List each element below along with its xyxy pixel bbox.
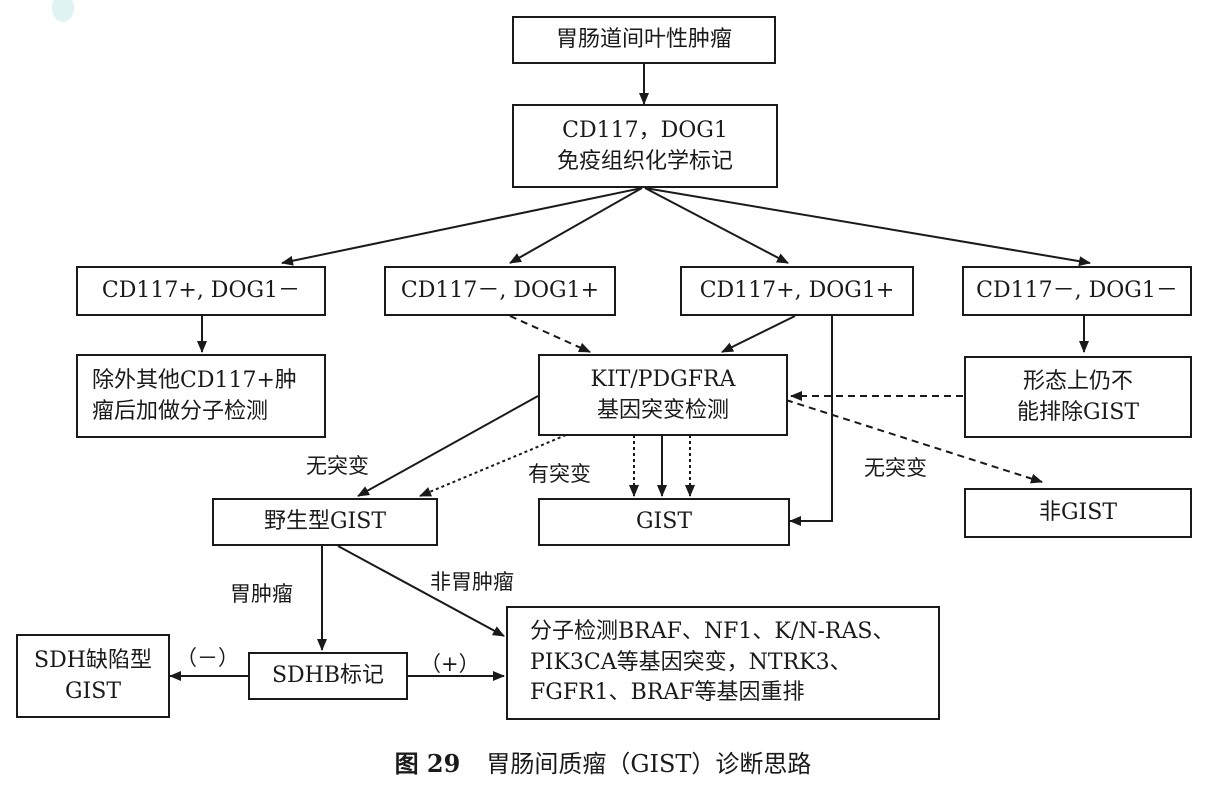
node-cd117pos-dog1pos: CD117+, DOG1+ [680, 266, 914, 316]
corner-watermark [52, 0, 74, 22]
label-non-gastric-tumor: 非胃肿瘤 [430, 570, 514, 594]
arrow-kit-nongist [785, 399, 1043, 484]
node-kit-pdgfra: KIT/PDGFRA 基因突变检测 [538, 354, 788, 436]
node-cd117neg-dog1neg: CD117－, DOG1－ [962, 266, 1192, 316]
figure-caption: 图 29 胃肠间质瘤（GIST）诊断思路 [0, 744, 1206, 779]
label-no-mutation-left: 无突变 [306, 454, 369, 478]
arrow-kit-wild [357, 395, 539, 497]
arrow-ihc-b2 [509, 187, 643, 264]
figure-title: 胃肠间质瘤（GIST）诊断思路 [486, 750, 812, 778]
arrow-ihc-b1 [281, 187, 643, 266]
node-molecular-testing: 分子检测BRAF、NF1、K/N-RAS、 PIK3CA等基因突变，NTRK3、… [506, 606, 940, 720]
node-root: 胃肠道间叶性肿瘤 [512, 16, 776, 64]
label-no-mutation-right: 无突变 [864, 456, 927, 480]
arrow-b2-kit [509, 315, 591, 353]
node-non-gist: 非GIST [964, 488, 1192, 538]
arrow-ihc-b4 [644, 187, 1091, 267]
arrow-wild-mol [337, 545, 505, 637]
node-ihc: CD117，DOG1 免疫组织化学标记 [512, 104, 778, 188]
node-sdh-deficient-gist: SDH缺陷型 GIST [16, 634, 170, 718]
arrow-ihc-b3 [644, 187, 789, 264]
node-cd117neg-dog1pos: CD117－, DOG1+ [384, 266, 616, 316]
node-wildtype-gist: 野生型GIST [212, 498, 438, 546]
arrow-b3-kit [721, 315, 796, 353]
label-positive: （+） [420, 652, 480, 676]
arrow-kit-wild-dotted [419, 434, 567, 497]
node-exclude: 除外其他CD117+肿 瘤后加做分子检测 [76, 354, 326, 438]
node-sdhb-marker: SDHB标记 [248, 652, 408, 700]
label-negative: （－） [176, 646, 239, 670]
label-has-mutation: 有突变 [528, 462, 591, 486]
node-cd117pos-dog1neg: CD117+, DOG1－ [76, 266, 326, 316]
node-gist: GIST [538, 498, 790, 546]
arrow-b3-gist [789, 316, 833, 526]
label-gastric-tumor: 胃肿瘤 [230, 582, 293, 606]
figure-number: 图 29 [394, 749, 461, 778]
node-morphology: 形态上仍不 能排除GIST [964, 356, 1192, 438]
